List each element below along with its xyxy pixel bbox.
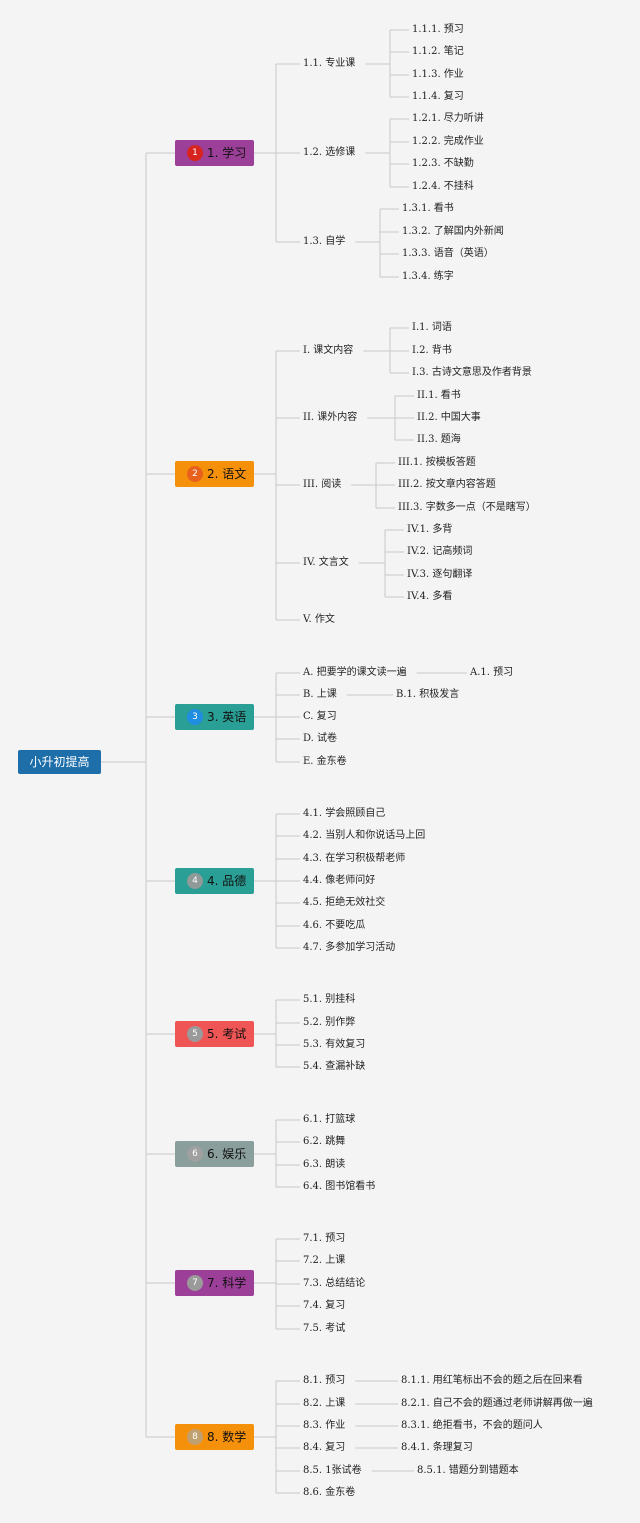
branch-label: 5. 考试 xyxy=(207,1027,247,1041)
subtopic-node[interactable]: I.3. 古诗文意思及作者背景 xyxy=(412,367,532,378)
number-badge-icon: 5 xyxy=(187,1026,203,1042)
topic-node[interactable]: 5.1. 别挂科 xyxy=(303,994,356,1005)
subtopic-node[interactable]: 1.2.1. 尽力听讲 xyxy=(412,113,484,124)
number-badge-icon: 7 xyxy=(187,1275,203,1291)
topic-node[interactable]: 7.3. 总结结论 xyxy=(303,1278,366,1289)
topic-node[interactable]: 5.2. 别作弊 xyxy=(303,1017,356,1028)
branch-node[interactable]: 2 2. 语文 xyxy=(175,461,254,487)
branch-node[interactable]: 8 8. 数学 xyxy=(175,1424,254,1450)
topic-node[interactable]: 8.4. 复习 xyxy=(303,1442,346,1453)
topic-node[interactable]: 1.2. 选修课 xyxy=(303,147,356,158)
subtopic-node[interactable]: 8.4.1. 条理复习 xyxy=(401,1442,473,1453)
subtopic-node[interactable]: 1.2.3. 不缺勤 xyxy=(412,158,474,169)
topic-node[interactable]: D. 试卷 xyxy=(303,733,338,744)
branch-label: 2. 语文 xyxy=(207,467,247,481)
branch-label: 6. 娱乐 xyxy=(207,1147,247,1161)
topic-node[interactable]: 4.3. 在学习积极帮老师 xyxy=(303,853,406,864)
subtopic-node[interactable]: III.3. 字数多一点（不是瞎写） xyxy=(398,502,536,513)
subtopic-node[interactable]: 1.1.2. 笔记 xyxy=(412,46,464,57)
root-node[interactable]: 小升初提高 xyxy=(18,750,101,774)
subtopic-node[interactable]: II.1. 看书 xyxy=(417,390,461,401)
branch-label: 3. 英语 xyxy=(207,710,247,724)
topic-node[interactable]: 4.7. 多参加学习活动 xyxy=(303,942,396,953)
number-badge-icon: 1 xyxy=(187,145,203,161)
subtopic-node[interactable]: II.2. 中国大事 xyxy=(417,412,481,423)
subtopic-node[interactable]: III.1. 按模板答题 xyxy=(398,457,476,468)
subtopic-node[interactable]: 1.3.1. 看书 xyxy=(402,203,454,214)
topic-node[interactable]: 5.3. 有效复习 xyxy=(303,1039,366,1050)
subtopic-node[interactable]: 1.3.3. 语音（英语） xyxy=(402,248,494,259)
topic-node[interactable]: V. 作文 xyxy=(303,614,335,625)
topic-node[interactable]: 7.5. 考试 xyxy=(303,1323,346,1334)
topic-node[interactable]: 6.3. 朗读 xyxy=(303,1159,346,1170)
subtopic-node[interactable]: B.1. 积极发言 xyxy=(396,689,460,700)
topic-node[interactable]: I. 课文内容 xyxy=(303,345,354,356)
subtopic-node[interactable]: I.1. 词语 xyxy=(412,322,452,333)
branch-node[interactable]: 4 4. 品德 xyxy=(175,868,254,894)
subtopic-node[interactable]: III.2. 按文章内容答题 xyxy=(398,479,496,490)
topic-node[interactable]: 8.2. 上课 xyxy=(303,1398,346,1409)
number-badge-icon: 4 xyxy=(187,873,203,889)
branch-node[interactable]: 5 5. 考试 xyxy=(175,1021,254,1047)
topic-node[interactable]: IV. 文言文 xyxy=(303,557,349,568)
topic-node[interactable]: 5.4. 查漏补缺 xyxy=(303,1061,366,1072)
branch-label: 4. 品德 xyxy=(207,874,247,888)
subtopic-node[interactable]: 1.3.4. 练字 xyxy=(402,271,454,282)
topic-node[interactable]: 4.6. 不要吃瓜 xyxy=(303,920,366,931)
subtopic-node[interactable]: 8.5.1. 错题分到错题本 xyxy=(417,1465,519,1476)
number-badge-icon: 8 xyxy=(187,1429,203,1445)
topic-node[interactable]: II. 课外内容 xyxy=(303,412,358,423)
topic-node[interactable]: 6.4. 图书馆看书 xyxy=(303,1181,376,1192)
subtopic-node[interactable]: II.3. 题海 xyxy=(417,434,461,445)
subtopic-node[interactable]: A.1. 预习 xyxy=(470,667,514,678)
topic-node[interactable]: 7.2. 上课 xyxy=(303,1255,346,1266)
topic-node[interactable]: III. 阅读 xyxy=(303,479,342,490)
subtopic-node[interactable]: I.2. 背书 xyxy=(412,345,452,356)
subtopic-node[interactable]: IV.1. 多背 xyxy=(407,524,453,535)
subtopic-node[interactable]: IV.3. 逐句翻译 xyxy=(407,569,473,580)
subtopic-node[interactable]: 8.2.1. 自己不会的题通过老师讲解再做一遍 xyxy=(401,1398,593,1409)
topic-node[interactable]: E. 金东卷 xyxy=(303,756,347,767)
topic-node[interactable]: 6.1. 打篮球 xyxy=(303,1114,356,1125)
topic-node[interactable]: 1.1. 专业课 xyxy=(303,58,356,69)
subtopic-node[interactable]: 1.1.3. 作业 xyxy=(412,69,464,80)
topic-node[interactable]: 8.1. 预习 xyxy=(303,1375,346,1386)
number-badge-icon: 6 xyxy=(187,1146,203,1162)
topic-node[interactable]: 4.4. 像老师问好 xyxy=(303,875,376,886)
branch-label: 1. 学习 xyxy=(207,146,247,160)
topic-node[interactable]: 6.2. 跳舞 xyxy=(303,1136,346,1147)
subtopic-node[interactable]: 1.1.1. 预习 xyxy=(412,24,464,35)
topic-node[interactable]: 7.4. 复习 xyxy=(303,1300,346,1311)
subtopic-node[interactable]: 1.3.2. 了解国内外新闻 xyxy=(402,226,504,237)
subtopic-node[interactable]: IV.2. 记高频词 xyxy=(407,546,473,557)
topic-node[interactable]: C. 复习 xyxy=(303,711,337,722)
topic-node[interactable]: 1.3. 自学 xyxy=(303,236,346,247)
topic-node[interactable]: 8.6. 金东卷 xyxy=(303,1487,356,1498)
topic-node[interactable]: B. 上课 xyxy=(303,689,337,700)
branch-node[interactable]: 6 6. 娱乐 xyxy=(175,1141,254,1167)
branch-node[interactable]: 7 7. 科学 xyxy=(175,1270,254,1296)
topic-node[interactable]: 4.2. 当别人和你说话马上回 xyxy=(303,830,426,841)
subtopic-node[interactable]: 1.2.4. 不挂科 xyxy=(412,181,474,192)
branch-label: 8. 数学 xyxy=(207,1430,247,1444)
number-badge-icon: 3 xyxy=(187,709,203,725)
subtopic-node[interactable]: IV.4. 多看 xyxy=(407,591,453,602)
topic-node[interactable]: 4.5. 拒绝无效社交 xyxy=(303,897,386,908)
topic-node[interactable]: A. 把要学的课文读一遍 xyxy=(303,667,407,678)
number-badge-icon: 2 xyxy=(187,466,203,482)
subtopic-node[interactable]: 8.3.1. 绝拒看书，不会的题问人 xyxy=(401,1420,543,1431)
branch-node[interactable]: 3 3. 英语 xyxy=(175,704,254,730)
topic-node[interactable]: 8.3. 作业 xyxy=(303,1420,346,1431)
subtopic-node[interactable]: 1.2.2. 完成作业 xyxy=(412,136,484,147)
topic-node[interactable]: 7.1. 预习 xyxy=(303,1233,346,1244)
topic-node[interactable]: 4.1. 学会照顾自己 xyxy=(303,808,386,819)
subtopic-node[interactable]: 1.1.4. 复习 xyxy=(412,91,464,102)
subtopic-node[interactable]: 8.1.1. 用红笔标出不会的题之后在回来看 xyxy=(401,1375,583,1386)
branch-label: 7. 科学 xyxy=(207,1276,247,1290)
branch-node[interactable]: 1 1. 学习 xyxy=(175,140,254,166)
topic-node[interactable]: 8.5. 1张试卷 xyxy=(303,1465,362,1476)
